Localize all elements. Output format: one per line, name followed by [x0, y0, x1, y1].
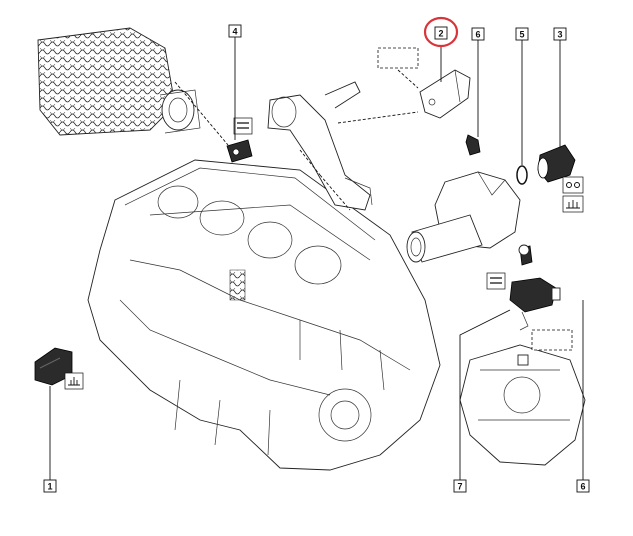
callout-6-bottom: 6: [576, 479, 590, 493]
svg-text:6: 6: [475, 30, 480, 40]
callout-1: 1: [43, 479, 57, 493]
svg-text:3: 3: [557, 30, 562, 40]
part-6-bolt-bottom: [518, 244, 533, 266]
wrench-spec-icon: [486, 272, 506, 290]
svg-text:4: 4: [232, 27, 237, 37]
part-6-bolt-top: [465, 134, 481, 156]
part-7-sensor: [509, 277, 561, 331]
leader-lines: [49, 37, 584, 480]
engine-block-icon: [64, 372, 84, 390]
svg-text:1: 1: [47, 482, 52, 492]
part-3-temp-sensor: [537, 144, 576, 183]
intake-manifold: [37, 27, 201, 136]
ref-box-right: [531, 329, 573, 351]
throttle-body: [459, 344, 586, 466]
wrench-spec-icon: [233, 117, 253, 135]
engine-block: [87, 159, 441, 471]
svg-text:5: 5: [519, 30, 524, 40]
svg-text:6: 6: [580, 482, 585, 492]
part-2-bracket: [419, 69, 471, 119]
thermostat-housing: [406, 171, 521, 263]
callout-4: 4: [228, 24, 242, 38]
callout-3: 3: [553, 27, 567, 41]
svg-text:2: 2: [438, 29, 443, 39]
svg-text:7: 7: [457, 482, 462, 492]
callout-5: 5: [515, 27, 529, 41]
sensor-icon: [562, 176, 584, 194]
coolant-pipe-assembly: [267, 81, 373, 211]
engine-block-icon: [562, 195, 584, 213]
callout-7: 7: [453, 479, 467, 493]
part-1-sensor: [34, 347, 73, 386]
callout-2: 2: [434, 26, 448, 40]
part-5-o-ring: [516, 165, 528, 185]
part-4-sensor: [226, 139, 253, 163]
callout-2-highlight-circle: [423, 16, 459, 48]
ref-box-top: [377, 47, 419, 69]
callout-6-top: 6: [471, 27, 485, 41]
